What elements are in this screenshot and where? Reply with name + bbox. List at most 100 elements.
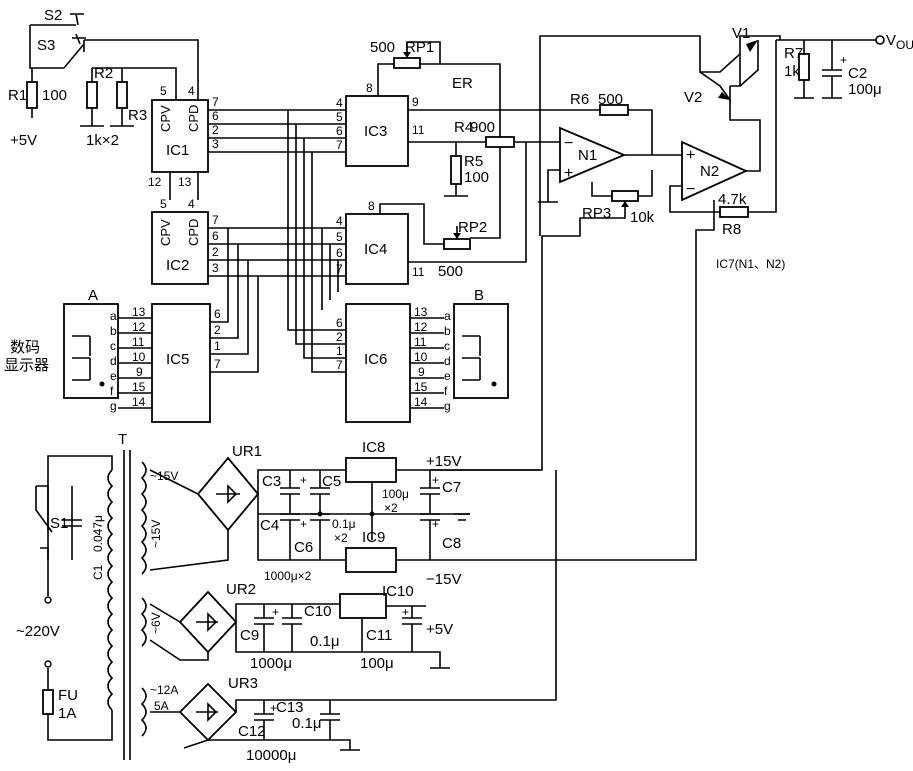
n1-minus: − [564, 135, 573, 152]
r7-label: R7 [784, 45, 803, 62]
resistor-r5: R5 100 [444, 142, 489, 197]
rectifier-ur2: UR2 + C9 1000μ C10 0.1μ [149, 581, 450, 672]
c8-label: C8 [442, 535, 461, 552]
ic2-cpd: CPD [186, 219, 201, 246]
c2-label: C2 [848, 65, 867, 82]
pin: 5 [336, 230, 343, 244]
c56-value: 0.1μ [332, 517, 356, 531]
c56-x2: ×2 [334, 531, 348, 545]
r4-value: 900 [470, 119, 495, 136]
seg: c [110, 339, 116, 353]
n1-plus: + [564, 165, 573, 182]
pin: 1 [336, 344, 343, 358]
pin: 4 [188, 84, 195, 98]
seg: e [110, 369, 117, 383]
rectifier-ur3: UR3 + C13 0.1μ C12 10000μ [150, 470, 557, 764]
plus-sign: + [402, 605, 409, 619]
seg: b [444, 324, 451, 338]
s3-label: S3 [37, 37, 55, 54]
switch-s2: S2 [30, 7, 84, 26]
t-label: T [118, 431, 127, 448]
ur3-label: UR3 [228, 675, 258, 692]
opamp-n1: N1 − + [538, 126, 682, 203]
pin: 6 [336, 246, 343, 260]
ic4-label: IC4 [364, 241, 387, 258]
pin: 10 [132, 350, 146, 364]
s2-label: S2 [44, 7, 62, 24]
pin: 13 [132, 305, 146, 319]
ic1-label: IC1 [166, 142, 189, 159]
regulator-ic8: IC8 +15V [345, 439, 540, 483]
pin: 3 [212, 261, 219, 275]
r23-value: 1k×2 [86, 132, 119, 149]
pin: 6 [212, 109, 219, 123]
pin: 10 [414, 350, 428, 364]
pin: 7 [212, 213, 219, 227]
c1-value: 0.047μ [91, 515, 105, 552]
r8-value: 4.7k [718, 191, 747, 208]
s1-label: S1 [50, 515, 68, 532]
pin: 6 [214, 307, 221, 321]
vout-main: V [886, 32, 896, 49]
r8-label: R8 [722, 221, 741, 238]
pin: 14 [414, 395, 428, 409]
pin: 1 [214, 339, 221, 353]
rp3-label: RP3 [582, 205, 611, 222]
c7-label: C7 [442, 479, 461, 496]
pin: 2 [336, 330, 343, 344]
ic2-cpv: CPV [158, 219, 173, 246]
pin: 2 [212, 245, 219, 259]
ic1-cpv: CPV [158, 105, 173, 132]
c3-label: C3 [262, 473, 281, 490]
c6-label: C6 [294, 539, 313, 556]
ic4: IC4 4 5 6 7 8 11 [336, 142, 527, 285]
c1-label: C1 [91, 564, 105, 580]
ic5: IC5 6 2 1 7 [151, 303, 221, 423]
opamp-n2: N2 + − IC7(N1、N2) [430, 40, 785, 561]
pin: 8 [366, 81, 373, 95]
c11-label: C11 [366, 627, 392, 644]
plus-sign: + [432, 517, 439, 531]
output-stage: VOUT R7 1k + C2 100μ [776, 32, 913, 99]
display-b-segments: 13 12 11 10 9 15 14 a b c d e f g [410, 305, 451, 413]
pin: 4 [336, 96, 343, 110]
v1-label: V1 [732, 25, 750, 42]
pot-rp2: RP2 500 [438, 219, 487, 280]
ic7-label: IC7(N1、N2) [716, 257, 785, 271]
r5-value: 100 [464, 169, 489, 186]
plus-sign: + [300, 473, 307, 487]
c9-label: C9 [240, 627, 259, 644]
pin: 6 [336, 124, 343, 138]
pin: 11 [412, 265, 425, 279]
pin: 12 [148, 175, 162, 189]
pin: 15 [414, 380, 428, 394]
w12a-label: 5A [154, 699, 169, 713]
r2-label: R2 [94, 65, 113, 82]
c10-value: 0.1μ [310, 633, 340, 650]
seg: a [110, 309, 117, 323]
pin: 15 [132, 380, 146, 394]
ur1-label: UR1 [232, 443, 262, 460]
ic1: CPV CPD IC1 5 4 12 13 7 6 2 3 [148, 84, 219, 200]
c12-value: 10000μ [246, 747, 296, 764]
n1-label: N1 [578, 147, 597, 164]
rp1-value: 500 [370, 39, 395, 56]
pin: 6 [336, 316, 343, 330]
pin: 11 [414, 335, 427, 349]
mains-label: ~220V [16, 623, 60, 640]
pin: 12 [414, 320, 428, 334]
w12-label: ~12A [150, 683, 178, 697]
r1-label: R1 [8, 87, 27, 104]
pin: 7 [214, 357, 221, 371]
display-b: B [453, 287, 509, 399]
seg: a [444, 309, 451, 323]
pin: 7 [336, 358, 343, 372]
data-bus-wires [208, 109, 346, 373]
transistors-v1-v2: V1 V2 [539, 25, 781, 236]
plus5v-label: +5V [10, 132, 37, 149]
r5-label: R5 [464, 153, 483, 170]
resistor-r1: R1 100 +5V [8, 68, 67, 149]
vout-label: VOUT [886, 32, 913, 52]
ic6: IC6 6 2 1 7 [336, 303, 411, 423]
c2-value: 100μ [848, 81, 882, 98]
